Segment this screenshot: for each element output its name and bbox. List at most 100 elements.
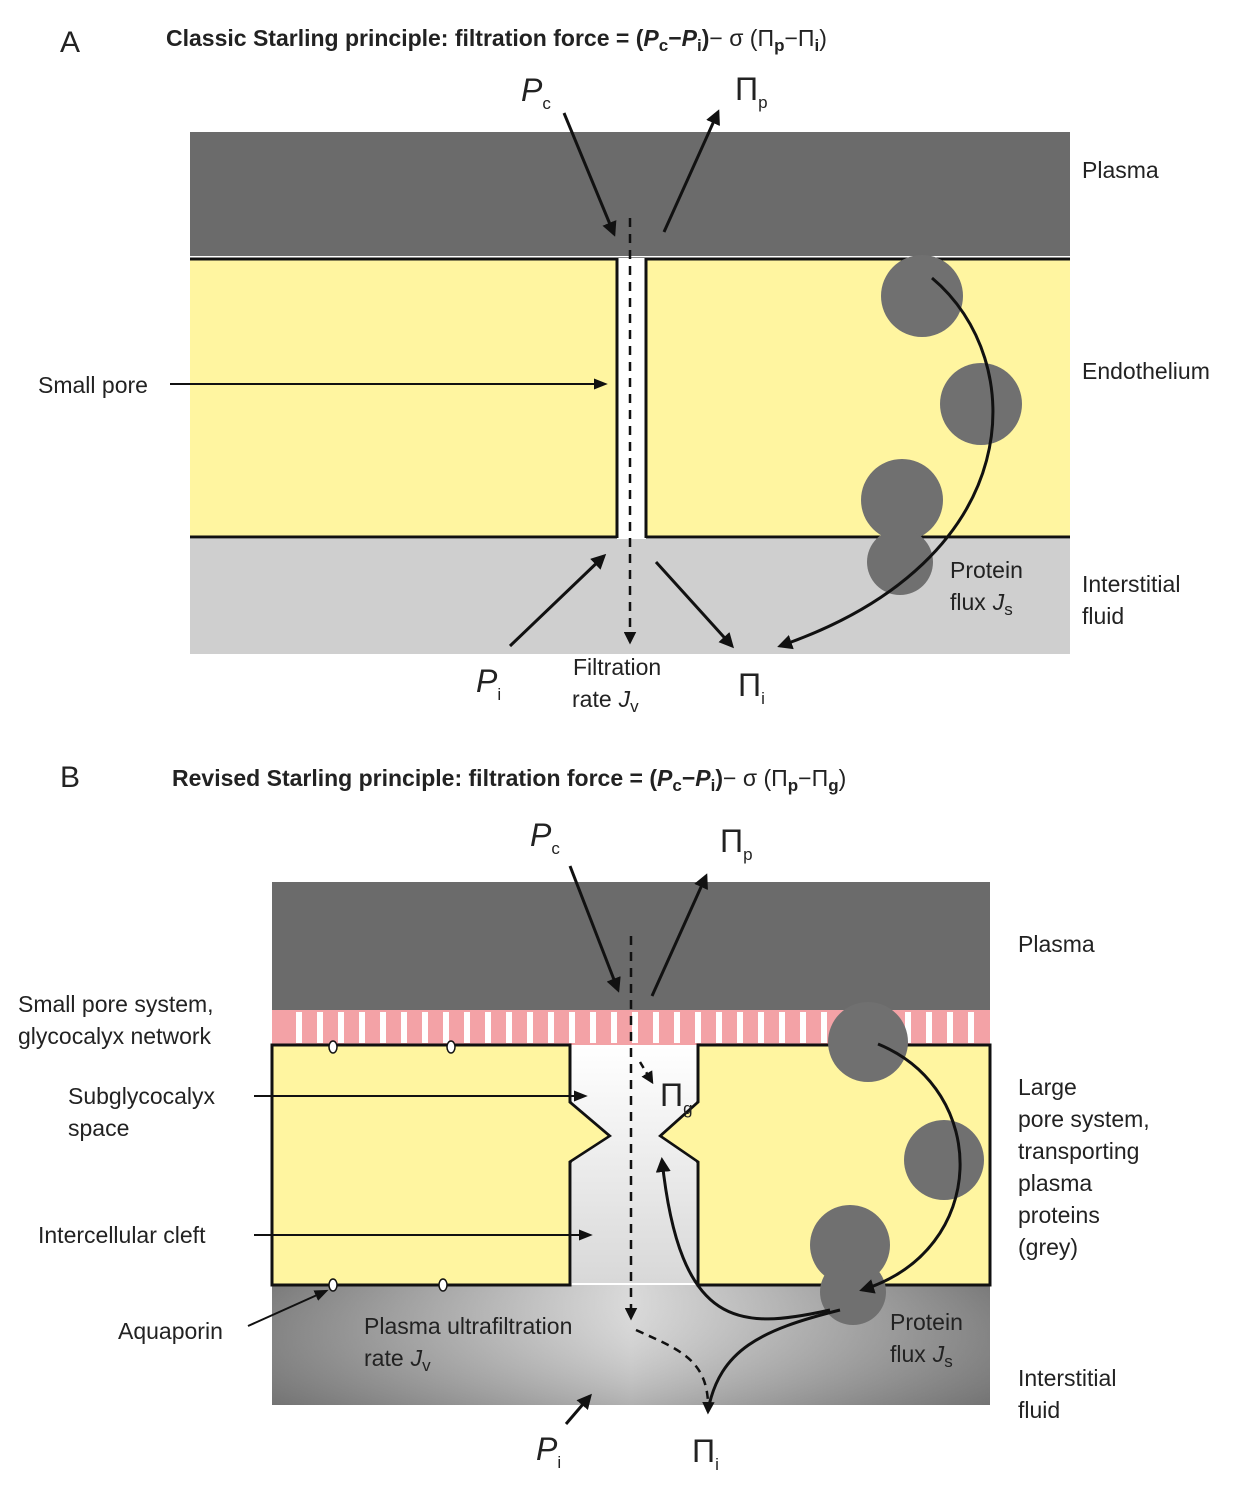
svg-text:proteins: proteins <box>1018 1202 1100 1228</box>
panel-a-protein-vesicle <box>881 255 963 337</box>
glycocalyx-pore <box>359 1012 365 1043</box>
glycocalyx-pore <box>401 1012 407 1043</box>
panel-b-letter: B <box>60 761 80 794</box>
panel-b-protein-vesicle <box>820 1259 886 1325</box>
glycocalyx-pore <box>590 1012 596 1043</box>
panel-b-pig-arrow <box>638 1061 654 1085</box>
panel-b-endothelial-cell-left <box>270 1043 613 1287</box>
panel-b-label-glycocalyx-network: glycocalyx network <box>18 1023 212 1049</box>
svg-text:(grey): (grey) <box>1018 1234 1078 1260</box>
svg-text:Large: Large <box>1018 1074 1077 1100</box>
glycocalyx-pore <box>464 1012 470 1043</box>
glycocalyx-pore <box>569 1012 575 1043</box>
panel-b-aquaporin <box>328 1040 338 1054</box>
svg-text:pore system,: pore system, <box>1018 1106 1150 1132</box>
panel-b-protein-vesicle <box>828 1002 908 1082</box>
panel-b-protein-vesicle <box>904 1120 984 1200</box>
panel-a-pii-arrow <box>654 560 735 649</box>
glycocalyx-pore <box>716 1012 722 1043</box>
panel-a-protein-flux-arrow <box>777 276 995 650</box>
panel-b-label-intercellular-cleft: Intercellular cleft <box>38 1222 206 1248</box>
panel-b-pc-arrow <box>568 865 621 993</box>
panel-b-protein-flux-arrow <box>859 1042 962 1294</box>
panel-b-protein-backflux-arrow <box>655 1157 831 1321</box>
panel-a-pip-arrow <box>662 109 720 233</box>
panel-b-aquaporin <box>438 1278 448 1292</box>
glycocalyx-pore <box>821 1012 827 1043</box>
panel-a-protein-vesicle <box>861 459 943 541</box>
glycocalyx-pore <box>800 1012 806 1043</box>
panel-b-label-plasma: Plasma <box>1018 931 1095 957</box>
panel-b-label-plasma-ultrafiltration: Plasma ultrafiltration <box>364 1313 572 1339</box>
panel-a-pi-arrow <box>508 553 607 648</box>
panel-a-label-fluid: fluid <box>1082 603 1124 629</box>
glycocalyx-pore <box>443 1012 449 1043</box>
glycocalyx-pore <box>632 1012 638 1043</box>
glycocalyx-pore <box>968 1012 974 1043</box>
panel-b-aquaporin <box>328 1278 338 1292</box>
panel-a-symbol-pii: Πi <box>738 667 765 708</box>
panel-b-symbol-pc: Pc <box>530 817 560 858</box>
glycocalyx-pore <box>947 1012 953 1043</box>
panel-a-symbol-pi: Pi <box>476 663 501 704</box>
panel-b-label-small-pore-system: Small pore system, <box>18 991 214 1017</box>
glycocalyx-pore <box>380 1012 386 1043</box>
glycocalyx-pore <box>422 1012 428 1043</box>
panel-a-pc-arrow <box>562 112 617 237</box>
panel-b-label-fluid: fluid <box>1018 1397 1060 1423</box>
panel-a-letter: A <box>60 26 80 59</box>
panel-b-aquaporin <box>446 1040 456 1054</box>
panel-a-label-small-pore: Small pore <box>38 372 148 398</box>
glycocalyx-pore <box>611 1012 617 1043</box>
panel-a-title: Classic Starling principle: filtration f… <box>166 25 827 55</box>
panel-b-intercellular-cleft <box>572 1047 696 1283</box>
svg-text:plasma: plasma <box>1018 1170 1092 1196</box>
glycocalyx-pore <box>527 1012 533 1043</box>
glycocalyx-pore <box>548 1012 554 1043</box>
panel-b-symbol-pip: Πp <box>720 823 753 864</box>
panel-a: A Classic Starling principle: filtration… <box>38 25 1210 716</box>
panel-b-title: Revised Starling principle: filtration f… <box>172 765 846 795</box>
glycocalyx-pore <box>905 1012 911 1043</box>
panel-a-protein-vesicle <box>867 529 933 595</box>
panel-a-symbol-pc: Pc <box>521 72 551 113</box>
glycocalyx-pore <box>338 1012 344 1043</box>
panel-a-label-protein: Protein <box>950 557 1023 583</box>
glycocalyx-pore <box>737 1012 743 1043</box>
panel-b-pii-dashed-arrow <box>635 1328 715 1415</box>
glycocalyx-pore <box>506 1012 512 1043</box>
panel-a-label-plasma: Plasma <box>1082 157 1159 183</box>
glycocalyx-pore <box>485 1012 491 1043</box>
panel-a-label-filtration: Filtration <box>573 654 661 680</box>
panel-b-label-space: space <box>68 1115 129 1141</box>
panel-b-symbol-pig: Πg <box>660 1077 693 1118</box>
panel-a-small-pore <box>617 258 646 539</box>
panel-b-label-aquaporin: Aquaporin <box>118 1318 223 1344</box>
panel-a-protein-vesicle <box>940 363 1022 445</box>
panel-b-label-large-pore: Large pore system, transporting plasma p… <box>1018 1074 1150 1260</box>
panel-b-symbol-pii: Πi <box>692 1433 719 1474</box>
panel-b-aquaporin-pointer <box>247 1289 329 1327</box>
glycocalyx-pore <box>695 1012 701 1043</box>
panel-a-label-endothelium: Endothelium <box>1082 358 1210 384</box>
glycocalyx-pore <box>296 1012 302 1043</box>
glycocalyx-pore <box>674 1012 680 1043</box>
panel-a-label-interstitial: Interstitial <box>1082 571 1180 597</box>
glycocalyx-pore <box>926 1012 932 1043</box>
panel-a-symbol-pip: Πp <box>735 71 768 112</box>
panel-b-label-subglycocalyx: Subglycocalyx <box>68 1083 216 1109</box>
glycocalyx-pore <box>779 1012 785 1043</box>
glycocalyx-pore <box>653 1012 659 1043</box>
panel-b-label-interstitial: Interstitial <box>1018 1365 1116 1391</box>
panel-b: B Revised Starling principle: filtration… <box>18 761 1150 1474</box>
panel-b-pi-arrow <box>564 1393 592 1425</box>
panel-b-symbol-pi: Pi <box>536 1431 561 1472</box>
panel-b-glycocalyx-pores <box>296 1012 974 1043</box>
svg-text:transporting: transporting <box>1018 1138 1139 1164</box>
panel-b-pip-arrow <box>650 873 708 997</box>
